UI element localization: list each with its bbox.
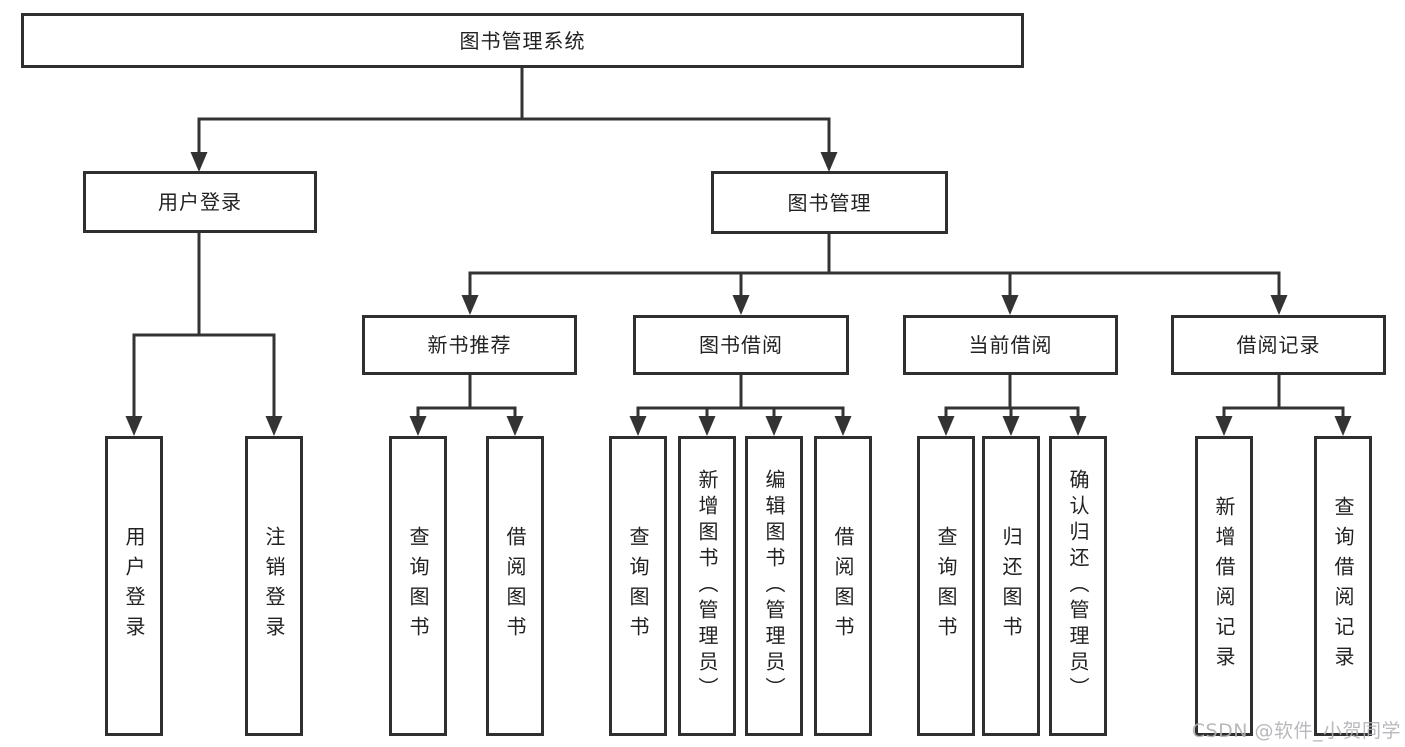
- leaf-nb-borrow: 借阅图书: [486, 436, 544, 736]
- arrowhead-icon: [834, 416, 852, 436]
- connector-root-to-level2: [190, 66, 838, 172]
- leaf-cb-confirm-label: 确认归还（管理员）: [1066, 469, 1090, 703]
- arrowhead-icon: [1334, 416, 1352, 436]
- arrowhead-icon: [265, 416, 283, 436]
- node-borrow-record: 借阅记录: [1171, 315, 1386, 375]
- leaf-cb-return: 归还图书: [982, 436, 1040, 736]
- node-book-borrow: 图书借阅: [633, 315, 849, 375]
- leaf-bb-add-label: 新增图书（管理员）: [695, 469, 719, 703]
- connector-newbookrec-to-leaves: [409, 373, 524, 436]
- connector-bookborrow-to-leaves: [629, 373, 852, 436]
- leaf-logout-label: 注销登录: [262, 526, 286, 646]
- node-current-borrow-label: 当前借阅: [968, 333, 1053, 357]
- arrowhead-icon: [1215, 416, 1233, 436]
- arrowhead-icon: [698, 416, 716, 436]
- arrowhead-icon: [461, 295, 479, 315]
- arrowhead-icon: [409, 416, 427, 436]
- leaf-cb-return-label: 归还图书: [999, 526, 1023, 646]
- node-user-login-label: 用户登录: [158, 190, 242, 214]
- arrowhead-icon: [629, 416, 647, 436]
- leaf-bb-edit: 编辑图书（管理员）: [745, 436, 803, 736]
- node-user-login: 用户登录: [83, 171, 317, 233]
- leaf-br-query-label: 查询借阅记录: [1331, 496, 1355, 676]
- leaf-br-query: 查询借阅记录: [1314, 436, 1372, 736]
- node-new-book-rec-label: 新书推荐: [427, 333, 512, 357]
- arrowhead-icon: [732, 295, 750, 315]
- leaf-cb-query-label: 查询图书: [934, 526, 958, 646]
- node-book-mgmt: 图书管理: [711, 171, 948, 234]
- leaf-login: 用户登录: [105, 436, 163, 736]
- leaf-br-add: 新增借阅记录: [1195, 436, 1253, 736]
- connector-userlogin-to-leaves: [125, 231, 283, 436]
- arrowhead-icon: [1270, 295, 1288, 315]
- leaf-nb-borrow-label: 借阅图书: [503, 526, 527, 646]
- arrowhead-icon: [820, 152, 838, 172]
- connector-bookmgmt-to-level3: [461, 232, 1288, 315]
- leaf-bb-query-label: 查询图书: [626, 526, 650, 646]
- node-new-book-rec: 新书推荐: [362, 315, 577, 375]
- arrowhead-icon: [190, 152, 208, 172]
- arrowhead-icon: [1069, 416, 1087, 436]
- arrowhead-icon: [1001, 295, 1019, 315]
- arrowhead-icon: [1002, 416, 1020, 436]
- connector-borrowrec-to-leaves: [1215, 373, 1352, 436]
- leaf-nb-query: 查询图书: [389, 436, 447, 736]
- leaf-bb-borrow-label: 借阅图书: [831, 526, 855, 646]
- leaf-bb-borrow: 借阅图书: [814, 436, 872, 736]
- leaf-cb-query: 查询图书: [917, 436, 975, 736]
- leaf-br-add-label: 新增借阅记录: [1212, 496, 1236, 676]
- node-root-label: 图书管理系统: [459, 28, 586, 53]
- leaf-bb-edit-label: 编辑图书（管理员）: [762, 469, 786, 703]
- leaf-bb-query: 查询图书: [609, 436, 667, 736]
- leaf-nb-query-label: 查询图书: [406, 526, 430, 646]
- node-book-borrow-label: 图书借阅: [699, 333, 783, 357]
- node-borrow-record-label: 借阅记录: [1236, 333, 1321, 357]
- node-book-mgmt-label: 图书管理: [787, 190, 872, 215]
- leaf-bb-add: 新增图书（管理员）: [678, 436, 736, 736]
- node-root: 图书管理系统: [21, 13, 1024, 68]
- watermark: CSDN @软件_小贺同学: [1191, 720, 1401, 742]
- leaf-cb-confirm: 确认归还（管理员）: [1049, 436, 1107, 736]
- leaf-logout: 注销登录: [245, 436, 303, 736]
- arrowhead-icon: [506, 416, 524, 436]
- node-current-borrow: 当前借阅: [903, 315, 1118, 375]
- leaf-login-label: 用户登录: [122, 526, 146, 646]
- arrowhead-icon: [125, 416, 143, 436]
- arrowhead-icon: [937, 416, 955, 436]
- arrowhead-icon: [765, 416, 783, 436]
- connector-curborrow-to-leaves: [937, 373, 1087, 436]
